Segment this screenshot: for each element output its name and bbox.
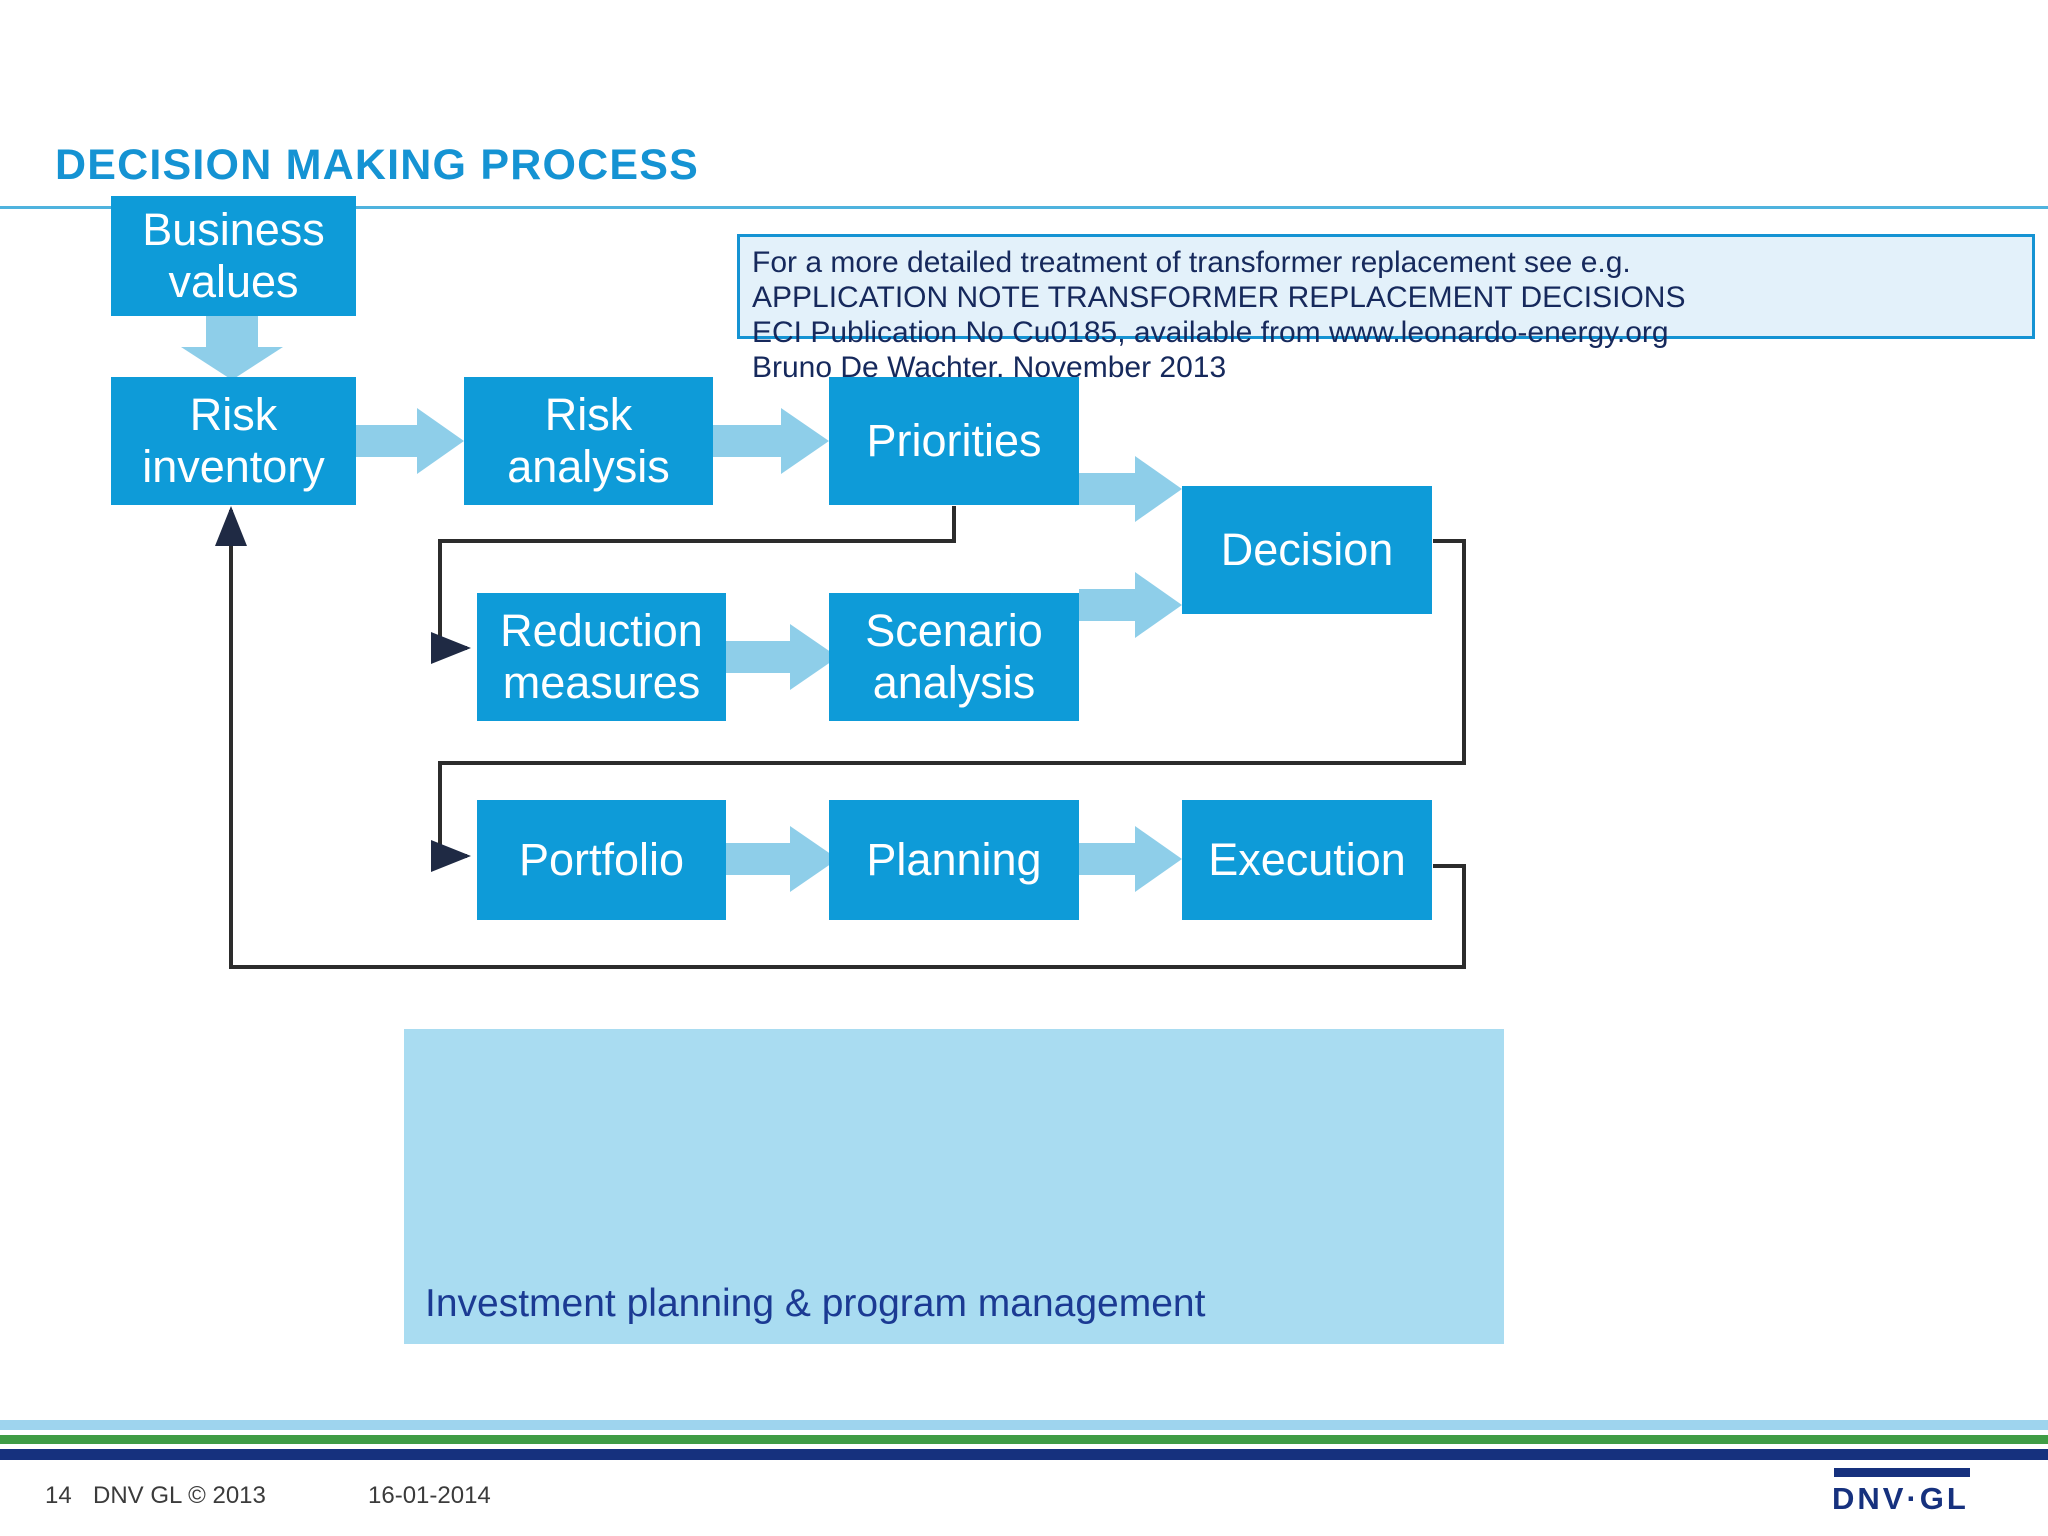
title-divider [0, 206, 2048, 209]
note-line-2: APPLICATION NOTE TRANSFORMER REPLACEMENT… [752, 281, 1686, 314]
node-business-values-line2: values [168, 256, 299, 307]
dnv-gl-logo: DNV·GL [1832, 1468, 2012, 1517]
node-scenario-analysis-line2: analysis [872, 657, 1036, 708]
node-execution-label: Execution [1208, 833, 1406, 885]
page-title: DECISION MAKING PROCESS [55, 141, 700, 189]
stripe-white-upper [0, 1430, 2048, 1435]
note-line-3: ECI Publication No Cu0185, available fro… [752, 316, 1669, 349]
arrow-priorities-to-decision [1079, 456, 1182, 522]
arrow-reduction-measures-to-scenario-analysis [726, 624, 838, 690]
logo-bar [1834, 1468, 1970, 1477]
footer-page-number: 14 [45, 1482, 72, 1509]
reference-note-box: For a more detailed treatment of transfo… [737, 234, 2035, 384]
node-risk-analysis-line1: Risk [544, 388, 633, 440]
node-planning[interactable]: Planning [829, 800, 1079, 920]
node-risk-analysis-line2: analysis [507, 441, 670, 492]
footer-meta: 14 DNV GL © 2013 16-01-2014 [45, 1482, 491, 1510]
stripe-navy [0, 1449, 2048, 1460]
node-risk-inventory[interactable]: Risk inventory [111, 377, 356, 505]
arrow-risk-analysis-to-priorities [713, 408, 829, 474]
stripe-light-blue [0, 1420, 2048, 1430]
arrow-business-values-to-risk-inventory [181, 316, 283, 380]
node-reduction-measures-line2: measures [502, 657, 701, 708]
node-planning-label: Planning [866, 833, 1042, 885]
logo-text: DNV·GL [1832, 1481, 1969, 1516]
node-priorities[interactable]: Priorities [829, 377, 1079, 505]
node-business-values-line1: Business [142, 203, 325, 255]
node-portfolio[interactable]: Portfolio [477, 800, 726, 920]
node-risk-analysis[interactable]: Risk analysis [464, 377, 713, 505]
footer-copyright: DNV GL © 2013 [93, 1482, 266, 1509]
node-decision-label: Decision [1220, 523, 1394, 575]
node-risk-inventory-line1: Risk [189, 388, 278, 440]
investment-planning-band [404, 1029, 1504, 1344]
stripe-green [0, 1435, 2048, 1444]
arrow-risk-inventory-to-risk-analysis [356, 408, 464, 474]
node-priorities-label: Priorities [866, 414, 1042, 466]
node-risk-inventory-line2: inventory [142, 441, 325, 492]
node-execution[interactable]: Execution [1182, 800, 1432, 920]
node-reduction-measures[interactable]: Reduction measures [477, 593, 726, 721]
node-business-values[interactable]: Business values [111, 196, 356, 316]
note-line-1: For a more detailed treatment of transfo… [752, 246, 1631, 279]
arrow-scenario-analysis-to-decision [1079, 572, 1182, 638]
arrow-planning-to-execution [1079, 826, 1182, 892]
band-caption-label: Investment planning & program management [425, 1282, 1206, 1325]
node-portfolio-label: Portfolio [518, 833, 685, 885]
footer-date: 16-01-2014 [368, 1482, 491, 1509]
arrow-portfolio-to-planning [726, 826, 838, 892]
node-scenario-analysis-line1: Scenario [865, 604, 1043, 656]
node-reduction-measures-line1: Reduction [500, 604, 703, 656]
stripe-white-lower [0, 1444, 2048, 1449]
node-decision[interactable]: Decision [1182, 486, 1432, 614]
node-scenario-analysis[interactable]: Scenario analysis [829, 593, 1079, 721]
